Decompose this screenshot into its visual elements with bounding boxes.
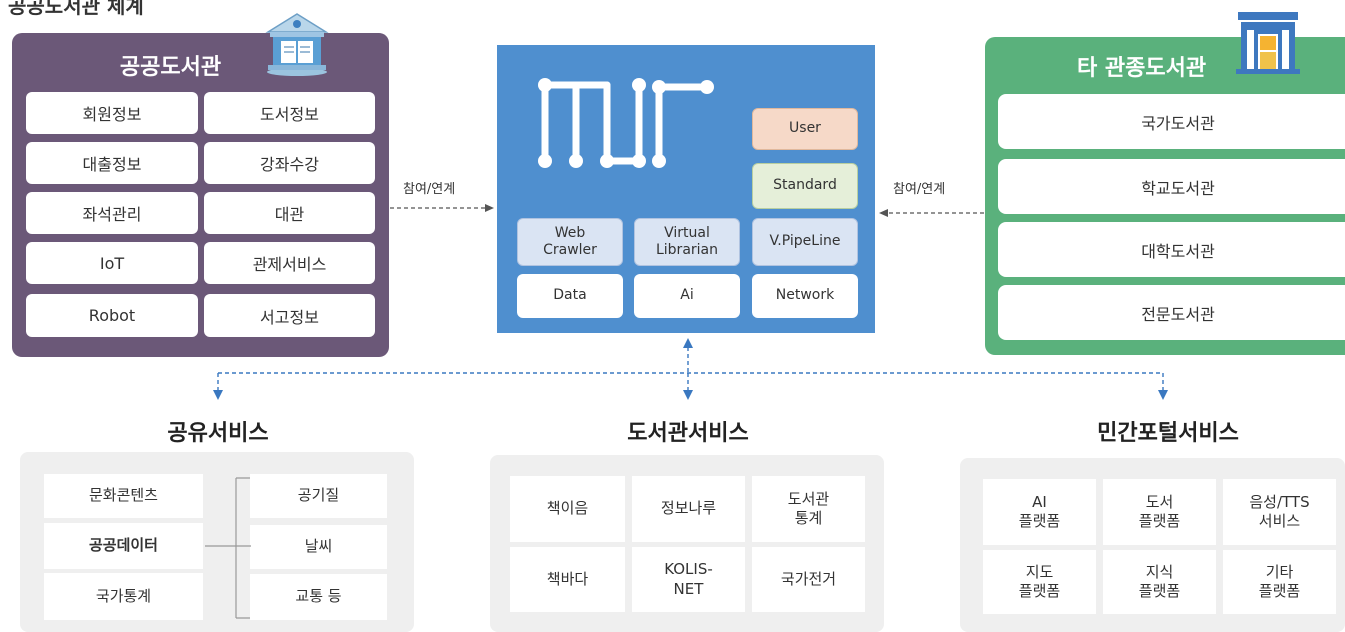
standard-module: Standard bbox=[752, 163, 858, 209]
shared-service-panel: 문화콘텐츠 공공데이터 국가통계 공기질 날씨 교통 등 bbox=[20, 452, 414, 632]
page-title: 공공도서관 체계 bbox=[8, 0, 144, 18]
loan-info-cell: 대출정보 bbox=[26, 142, 198, 184]
service-cell: 책이음 bbox=[510, 476, 625, 542]
weather-cell: 날씨 bbox=[250, 525, 387, 569]
pipeline-module: V.PipeLine bbox=[752, 218, 858, 266]
network-module: Network bbox=[752, 274, 858, 318]
left-link-label: 참여/연계 bbox=[403, 182, 456, 197]
member-info-cell: 회원정보 bbox=[26, 92, 198, 134]
lecture-cell: 강좌수강 bbox=[204, 142, 375, 184]
stack-info-cell: 서고정보 bbox=[204, 294, 375, 337]
other-library-panel: 타 관종도서관 국가도서관 학교도서관 대학도서관 전문도서관 bbox=[985, 37, 1345, 355]
facility-rental-cell: 대관 bbox=[204, 192, 375, 234]
shared-service-heading: 공유서비스 bbox=[167, 421, 269, 446]
public-library-panel: 공공도서관 회원정보 도서정보 대출정보 강좌수강 좌석관리 대관 IoT 관제… bbox=[12, 13, 389, 357]
control-service-cell: 관제서비스 bbox=[204, 242, 375, 284]
public-data-bracket bbox=[205, 477, 251, 619]
traffic-cell: 교통 등 bbox=[250, 574, 387, 620]
culture-content-cell: 문화콘텐츠 bbox=[44, 474, 203, 518]
national-library-cell: 국가도서관 bbox=[998, 94, 1345, 149]
school-library-cell: 학교도서관 bbox=[998, 159, 1345, 214]
university-library-cell: 대학도서관 bbox=[998, 222, 1345, 277]
platform-logo-icon bbox=[538, 78, 714, 168]
library-building-icon bbox=[1236, 12, 1300, 74]
service-distribution-arrows bbox=[213, 338, 1168, 400]
data-module: Data bbox=[517, 274, 623, 318]
national-statistics-cell: 국가통계 bbox=[44, 573, 203, 620]
other-library-title: 타 관종도서관 bbox=[1077, 56, 1207, 81]
right-link-label: 참여/연계 bbox=[893, 182, 946, 197]
service-cell: 국가전거 bbox=[752, 547, 865, 612]
public-data-cell: 공공데이터 bbox=[44, 523, 203, 569]
service-cell: KOLIS-NET bbox=[632, 547, 745, 612]
service-cell: 책바다 bbox=[510, 547, 625, 612]
air-quality-cell: 공기질 bbox=[250, 474, 387, 518]
service-cell: 정보나루 bbox=[632, 476, 745, 542]
ai-module: Ai bbox=[634, 274, 740, 318]
iot-cell: IoT bbox=[26, 242, 198, 284]
user-module: User bbox=[752, 108, 858, 150]
special-library-cell: 전문도서관 bbox=[998, 285, 1345, 340]
library-building-icon bbox=[265, 13, 329, 76]
seat-management-cell: 좌석관리 bbox=[26, 192, 198, 234]
robot-cell: Robot bbox=[26, 294, 198, 337]
book-info-cell: 도서정보 bbox=[204, 92, 375, 134]
private-portal-service-heading: 민간포털서비스 bbox=[1097, 421, 1239, 446]
public-library-title: 공공도서관 bbox=[119, 55, 222, 80]
library-service-heading: 도서관서비스 bbox=[627, 421, 749, 446]
